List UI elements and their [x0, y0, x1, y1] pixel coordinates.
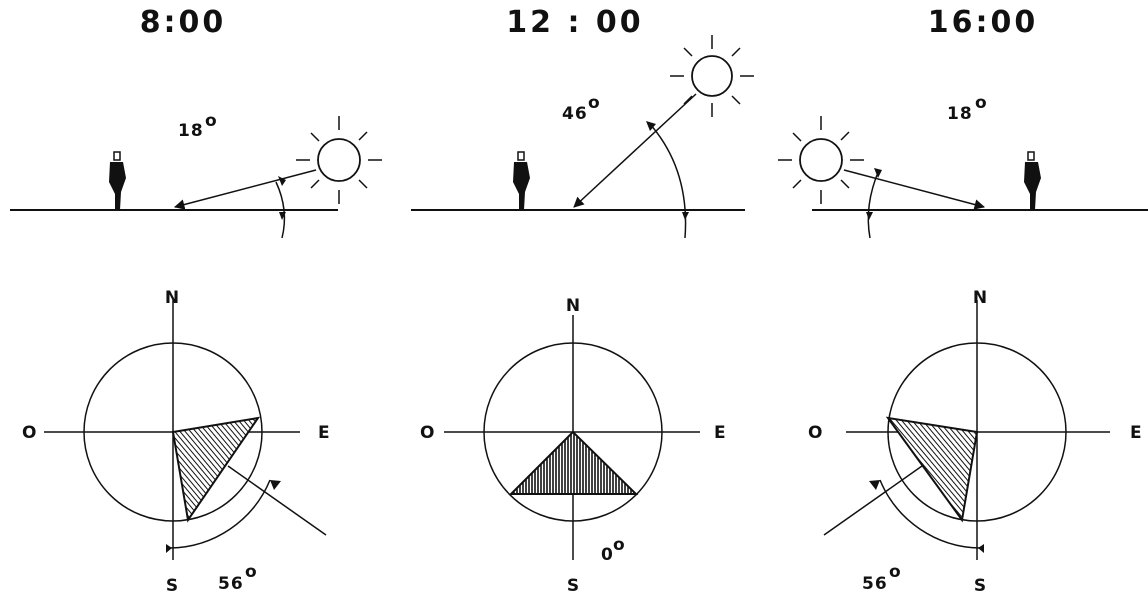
sun-ray-arrow — [173, 169, 317, 210]
altitude-label: 18 o — [947, 93, 988, 124]
compass-north-label: N — [973, 288, 987, 308]
compass-east-label: E — [1130, 423, 1142, 443]
svg-text:o: o — [613, 535, 626, 555]
azimuth-arc — [169, 479, 271, 549]
azimuth-arc — [879, 479, 981, 549]
panel-afternoon: 16:00 18 — [778, 5, 1148, 596]
elevation-view: 18 o — [10, 111, 382, 239]
altitude-label: 46 o — [562, 93, 601, 124]
compass-north-label: N — [566, 296, 580, 316]
altitude-arc — [275, 181, 286, 239]
person-icon — [109, 151, 126, 210]
panel-noon: 12 : 00 46 — [411, 5, 754, 596]
svg-text:56: 56 — [218, 574, 244, 594]
svg-text:o: o — [975, 93, 988, 113]
shadow-sector — [508, 430, 639, 495]
sun-ray-arrow — [573, 93, 697, 208]
sun-icon — [778, 116, 864, 204]
compass-west-label: O — [420, 423, 434, 443]
compass-rose: N S E O 56 o — [22, 288, 330, 596]
altitude-arc — [649, 123, 687, 239]
svg-text:46: 46 — [562, 104, 588, 124]
time-label: 8:00 — [140, 5, 227, 40]
svg-text:o: o — [588, 93, 601, 113]
altitude-arc — [867, 169, 880, 239]
compass-west-label: O — [22, 423, 36, 443]
sun-icon — [296, 116, 382, 204]
svg-text:18: 18 — [178, 121, 204, 141]
azimuth-label: 0 o — [601, 535, 626, 565]
elevation-view: 18 o — [778, 93, 1148, 239]
svg-text:56: 56 — [862, 574, 888, 594]
person-icon — [1024, 151, 1041, 210]
azimuth-ray — [823, 465, 923, 536]
azimuth-ray — [227, 465, 327, 536]
sun-ray-arrow — [843, 169, 986, 210]
compass-south-label: S — [974, 576, 986, 596]
compass-west-label: O — [808, 423, 822, 443]
svg-text:o: o — [205, 111, 218, 131]
shadow-sector — [171, 416, 261, 523]
time-label: 16:00 — [928, 5, 1039, 40]
altitude-label: 18 o — [178, 111, 218, 141]
compass-rose: N S E O 0 o — [420, 296, 726, 596]
azimuth-label: 56 o — [218, 562, 258, 594]
compass-south-label: S — [166, 576, 178, 596]
svg-text:o: o — [889, 562, 902, 582]
svg-text:0: 0 — [601, 545, 614, 565]
compass-north-label: N — [165, 288, 179, 308]
time-label: 12 : 00 — [506, 5, 643, 40]
sun-icon — [670, 35, 754, 117]
compass-east-label: E — [714, 423, 726, 443]
shadow-sector — [885, 416, 979, 523]
svg-text:18: 18 — [947, 104, 973, 124]
svg-text:o: o — [245, 562, 258, 582]
elevation-view: 46 o — [411, 35, 754, 239]
compass-south-label: S — [567, 576, 579, 596]
azimuth-label: 56 o — [862, 562, 902, 594]
panel-morning: 8:00 18 — [10, 5, 382, 596]
compass-rose: N S E O 56 o — [808, 288, 1142, 596]
compass-east-label: E — [318, 423, 330, 443]
person-icon — [513, 151, 530, 210]
